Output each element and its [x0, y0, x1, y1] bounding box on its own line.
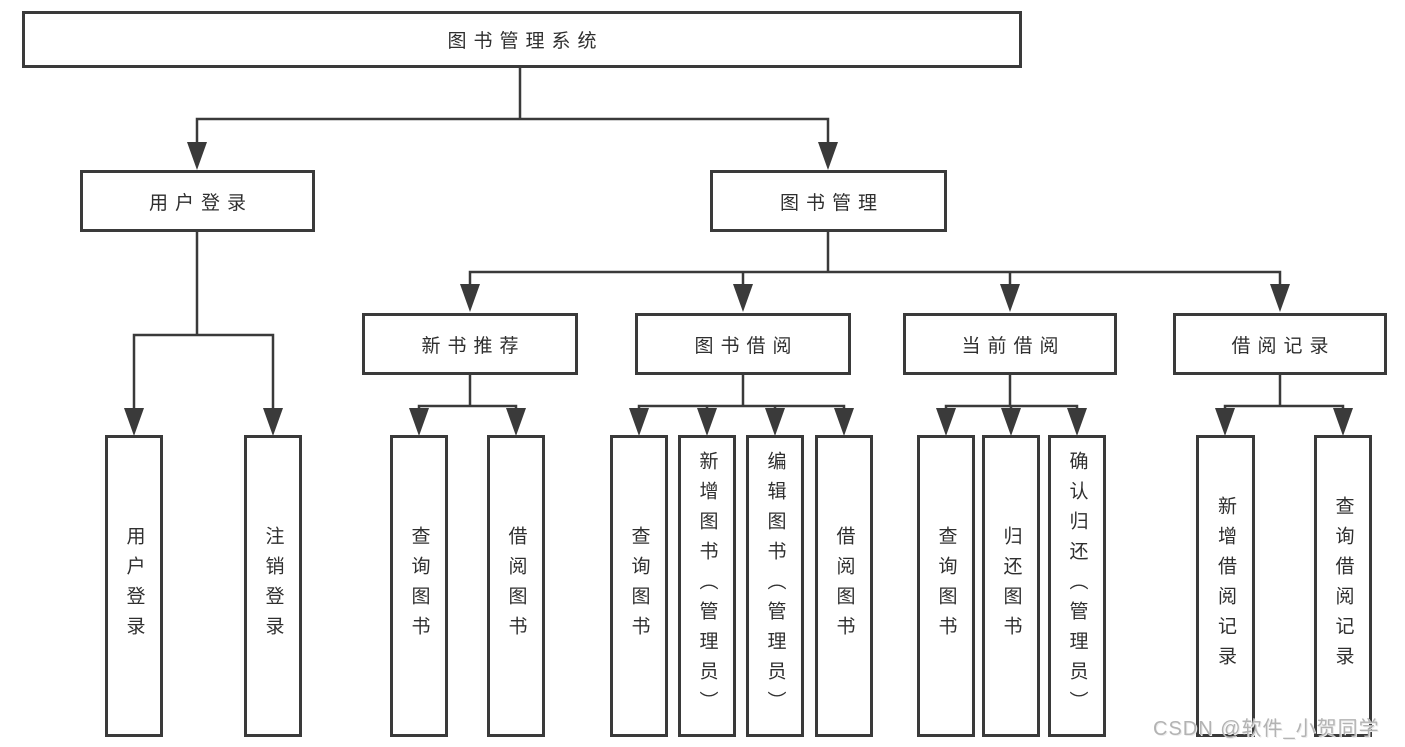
leaf-add-book-admin: 新增图书（管理员） [678, 435, 736, 737]
leaf-query-borrow-record-label: 查询借阅记录 [1332, 496, 1354, 676]
arrowheads [124, 142, 1353, 436]
leaf-return-books: 归还图书 [982, 435, 1040, 737]
leaf-query-borrow-record: 查询借阅记录 [1314, 435, 1372, 737]
leaf-query-books-recommend-label: 查询图书 [408, 526, 430, 646]
csdn-watermark: CSDN @软件_小贺同学 [1153, 718, 1380, 740]
leaf-user-login: 用户登录 [105, 435, 163, 737]
connector-root-to-level2 [195, 66, 830, 146]
leaf-edit-book-admin-label: 编辑图书（管理员） [764, 451, 786, 721]
leaf-borrow-books-label: 借阅图书 [833, 526, 855, 646]
connector-book-management-to-level3 [468, 231, 1282, 288]
connector-borrow-records-to-leaves [1223, 374, 1345, 412]
connector-book-borrow-to-leaves [637, 374, 846, 412]
leaf-borrow-books-recommend-label: 借阅图书 [505, 526, 527, 646]
leaf-logout: 注销登录 [244, 435, 302, 737]
leaf-add-borrow-record: 新增借阅记录 [1196, 435, 1255, 737]
node-user-login: 用户登录 [80, 170, 315, 232]
node-book-management: 图书管理 [710, 170, 947, 232]
leaf-query-books-borrow: 查询图书 [610, 435, 668, 737]
connector-current-borrow-to-leaves [944, 374, 1079, 412]
node-borrowing-records: 借阅记录 [1173, 313, 1387, 375]
leaf-confirm-return-admin: 确认归还（管理员） [1048, 435, 1106, 737]
leaf-borrow-books: 借阅图书 [815, 435, 873, 737]
leaf-confirm-return-admin-label: 确认归还（管理员） [1066, 451, 1088, 721]
leaf-return-books-label: 归还图书 [1000, 526, 1022, 646]
leaf-query-books-borrow-label: 查询图书 [628, 526, 650, 646]
node-current-borrowing: 当前借阅 [903, 313, 1117, 375]
leaf-logout-label: 注销登录 [262, 526, 284, 646]
leaf-query-books-recommend: 查询图书 [390, 435, 448, 737]
node-library-management-system: 图书管理系统 [22, 11, 1022, 68]
leaf-query-books-current: 查询图书 [917, 435, 975, 737]
leaf-query-books-current-label: 查询图书 [935, 526, 957, 646]
node-new-book-recommendation: 新书推荐 [362, 313, 578, 375]
connector-user-login-to-leaves [132, 231, 275, 412]
leaf-user-login-label: 用户登录 [123, 526, 145, 646]
node-book-borrowing: 图书借阅 [635, 313, 851, 375]
connector-new-book-to-leaves [417, 374, 518, 412]
leaf-edit-book-admin: 编辑图书（管理员） [746, 435, 804, 737]
leaf-add-borrow-record-label: 新增借阅记录 [1215, 496, 1236, 676]
leaf-add-book-admin-label: 新增图书（管理员） [696, 451, 718, 721]
leaf-borrow-books-recommend: 借阅图书 [487, 435, 545, 737]
